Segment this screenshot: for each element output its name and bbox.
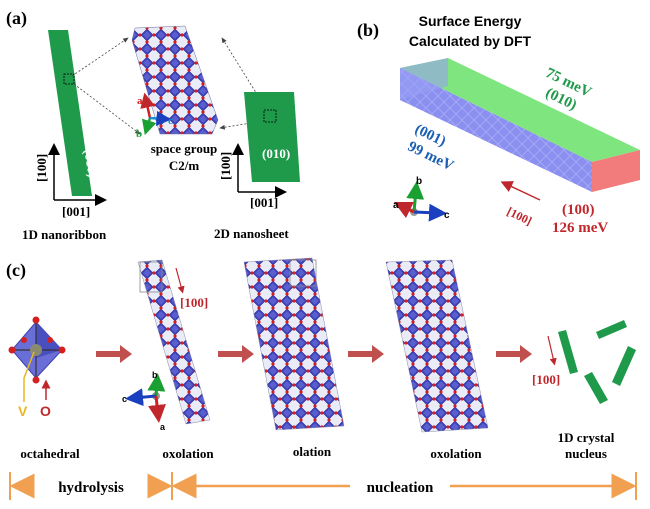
nanoribbon-shape [48, 30, 92, 196]
sheet-caption: 2D nanosheet [214, 226, 289, 241]
sheet-axis-horizontal-label: [001] [250, 195, 278, 210]
ribbon-axis-horizontal-label: [001] [62, 204, 90, 219]
crystal-axis-a-label: a [137, 95, 143, 107]
vo-o-label: O [40, 403, 51, 419]
stage-label-oxolation-1: oxolation [162, 446, 214, 461]
nucleus-rod-2 [596, 320, 627, 339]
phase-label-nucleation: nucleation [367, 480, 434, 496]
process-arrow-3 [348, 345, 384, 363]
vo-v-label: V [18, 403, 28, 419]
panel-b-title-line1: Surface Energy [419, 13, 522, 29]
crystal-axis-c-label: c [168, 115, 173, 127]
oxolation-sheet-structure [385, 259, 489, 433]
ribbon-zoom-box [63, 73, 75, 85]
process-arrow-2 [218, 345, 254, 363]
process-arrow-4 [496, 345, 532, 363]
axis-c-label-b: c [444, 210, 450, 221]
direction-label-b: [100] [505, 204, 535, 228]
direction-label-c2: [100] [532, 372, 560, 387]
direction-arrow-c1 [175, 267, 185, 294]
space-group-label: space group [151, 141, 218, 156]
panel-c-label: (c) [6, 260, 26, 281]
oxolation-chain-structure [137, 259, 211, 425]
ribbon-facet-label: (010) [81, 148, 101, 178]
sheet-axis-vertical-label: [100] [218, 152, 233, 180]
axis-a-label-b: a [393, 200, 399, 211]
panel-b-title-line2: Calculated by DFT [409, 33, 532, 49]
axis-b-label-c: b [152, 370, 158, 380]
prism-back-face [400, 58, 448, 100]
sheet-facet-label: (010) [262, 146, 290, 161]
crystal-axis-a-arrow [140, 92, 155, 119]
prism-top-face-010 [400, 58, 640, 162]
ribbon-caption: 1D nanoribbon [22, 227, 107, 242]
space-group-symbol: C2/m [169, 158, 200, 173]
direction-label-c1: [100] [180, 295, 208, 310]
nucleus-label-line1: 1D crystal [558, 430, 615, 445]
direction-arrow-b [500, 181, 541, 201]
crystal-axis-b-label: b [136, 128, 142, 140]
end-facet-label: (100) [562, 202, 595, 218]
nucleus-rod-3 [584, 372, 608, 404]
phase-label-hydrolysis: hydrolysis [58, 480, 124, 496]
vo-v-pointer [23, 351, 35, 402]
axis-c-arrow-b [413, 203, 447, 222]
unit-cell-2 [289, 259, 317, 287]
direction-arrow-c2 [547, 335, 557, 366]
process-arrow-1 [96, 345, 132, 363]
stage-label-oxolation-2: oxolation [430, 446, 482, 461]
nucleus-label-line2: nucleus [565, 446, 607, 461]
nucleus-rod-4 [612, 346, 636, 386]
end-energy-label: 126 meV [552, 220, 608, 236]
sheet-zoom-box [263, 109, 277, 123]
prism-front-face-001 [400, 68, 592, 192]
vo6-octahedron [8, 316, 66, 384]
axis-b-arrow-c [147, 373, 166, 397]
axis-a-arrow-b [393, 201, 415, 219]
axis-a-arrow-c [148, 395, 166, 423]
zoom-line-ribbon-top [71, 37, 129, 77]
olation-sheet-structure [243, 257, 345, 431]
unit-cell-1 [139, 261, 163, 293]
crystal-structure-c2m [131, 25, 219, 135]
prism-end-face-100 [592, 150, 640, 192]
axis-c-arrow-c [125, 388, 157, 407]
crystal-axis-c-arrow [149, 110, 172, 126]
axis-b-arrow-b [406, 181, 425, 213]
nucleus-rod-1 [558, 330, 578, 374]
crystal-axis-b-arrow [141, 117, 157, 136]
panel-b-label: (b) [357, 20, 379, 41]
zoom-line-ribbon-bottom [73, 83, 141, 135]
panel-a-label: (a) [6, 8, 27, 29]
zoom-line-sheet-top [221, 37, 269, 113]
nanosheet-shape [244, 92, 300, 182]
stage-label-olation: olation [293, 444, 332, 459]
axis-a-label-c: a [160, 422, 166, 432]
stage-label-octahedral: octahedral [20, 446, 80, 461]
ribbon-axis-vertical-label: [100] [34, 154, 49, 182]
axis-b-label-b: b [416, 176, 422, 187]
axis-c-label-c: c [122, 394, 127, 404]
